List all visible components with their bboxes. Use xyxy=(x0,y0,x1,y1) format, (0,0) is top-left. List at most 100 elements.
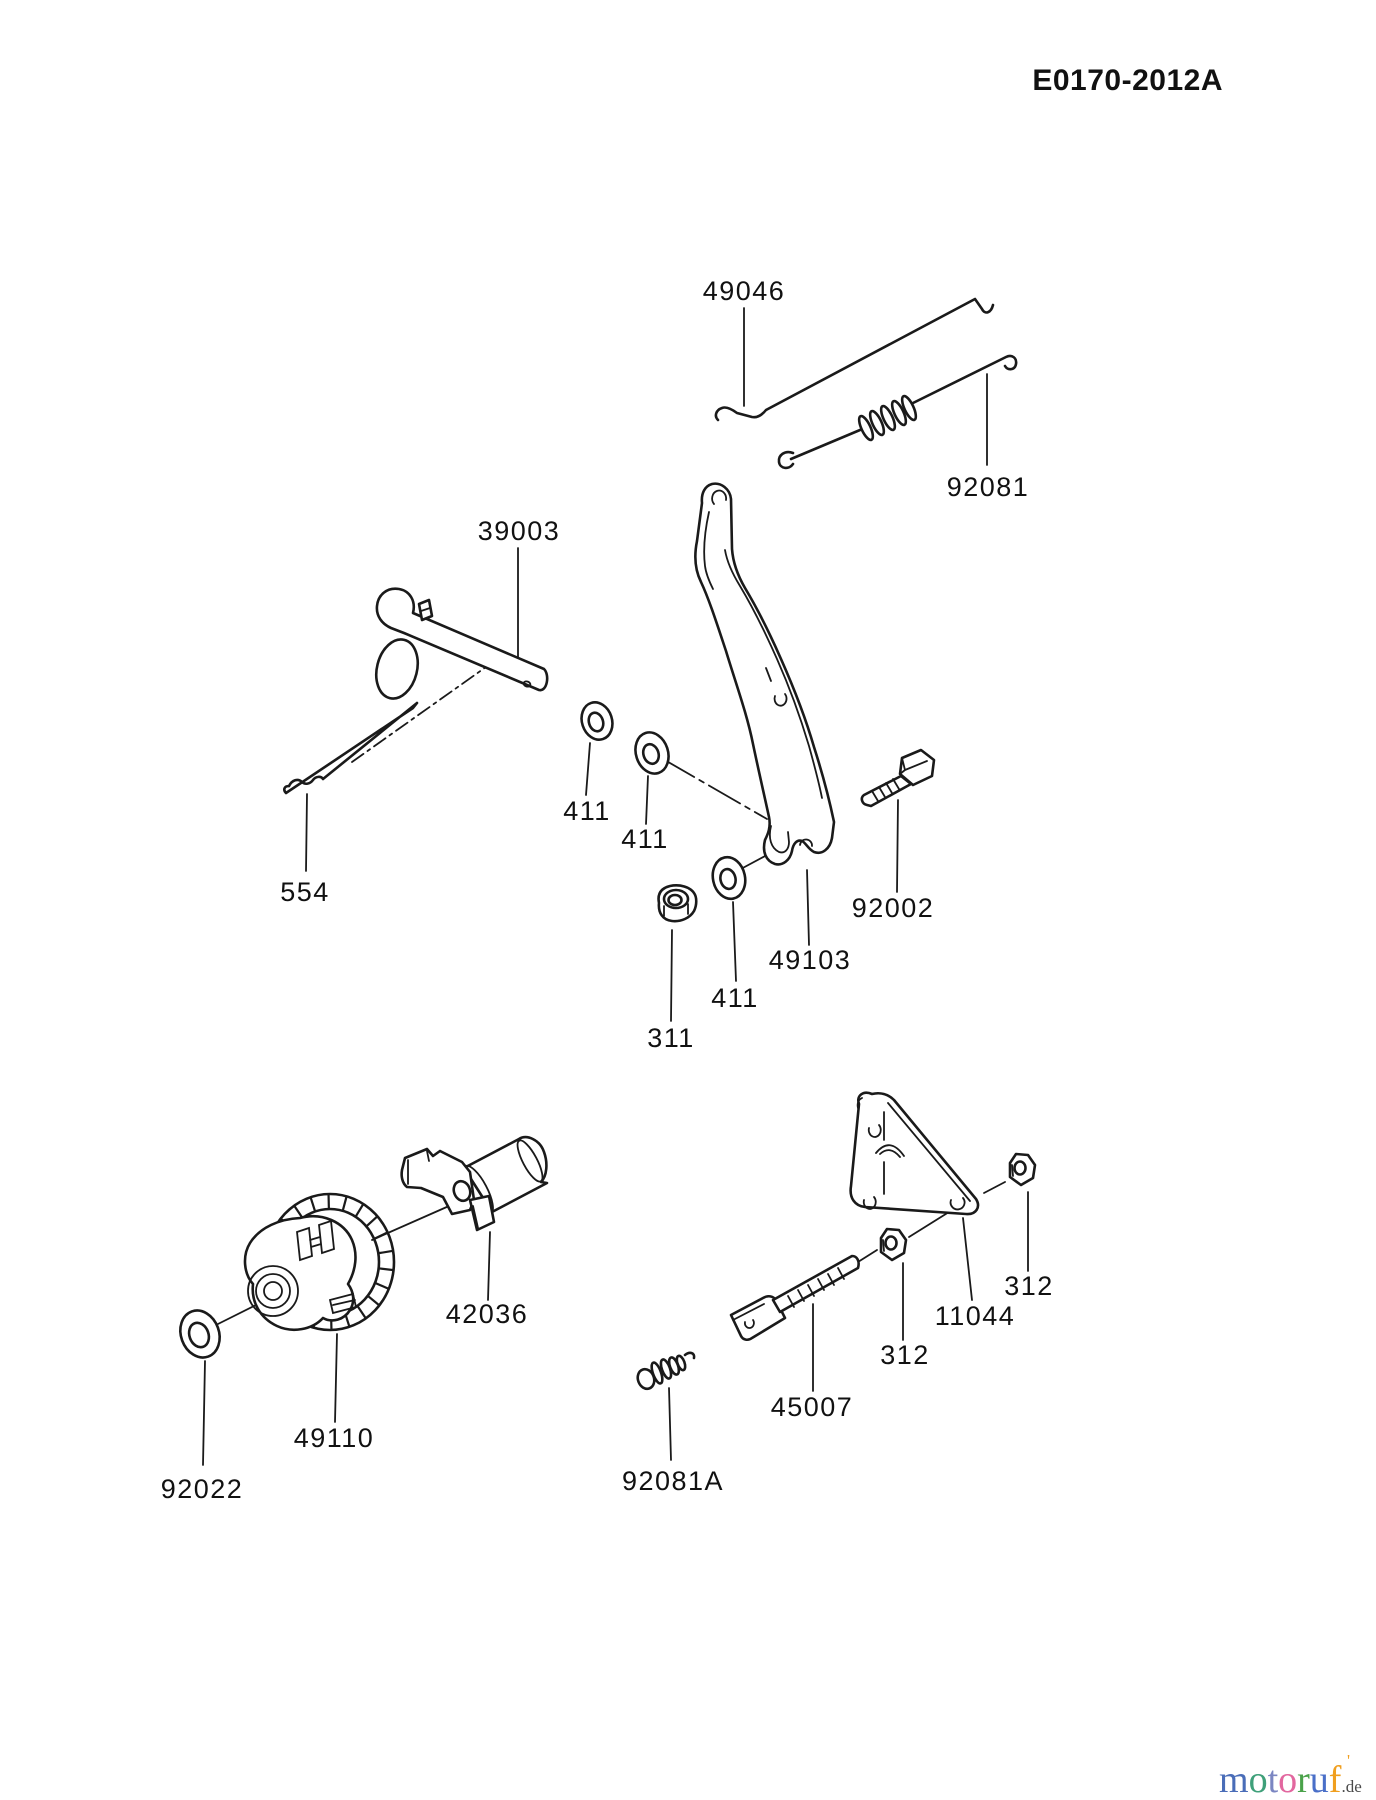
nut-facet xyxy=(882,1239,885,1252)
wm-letter-o1: o xyxy=(1249,1759,1268,1800)
paddle-edge xyxy=(732,1303,765,1321)
part-312-nut-right xyxy=(1008,1152,1037,1187)
part-label-45007: 45007 xyxy=(771,1392,854,1422)
gear-h-window xyxy=(296,1219,335,1262)
part-554-rod xyxy=(283,701,419,795)
collar-hole xyxy=(452,1179,472,1203)
spring-end xyxy=(683,1351,696,1360)
spring-coil xyxy=(857,414,875,442)
bracket-edge-lines xyxy=(856,1097,971,1202)
gear-hub-ring xyxy=(255,1273,291,1309)
collar-tab-edge xyxy=(472,1205,479,1229)
bolt-head-facets xyxy=(899,757,928,775)
bracket-holes xyxy=(862,1124,966,1211)
lever-fork-slot xyxy=(768,825,790,854)
rod-threads xyxy=(787,1267,845,1308)
leader-lines-path xyxy=(202,307,1029,1466)
part-label-554: 554 xyxy=(280,877,330,907)
part-label-49103: 49103 xyxy=(769,945,852,975)
part-label-49046: 49046 xyxy=(703,276,786,306)
lever-mid-hole xyxy=(773,693,788,707)
gear-hub-hole xyxy=(263,1281,283,1301)
spring-coil xyxy=(650,1361,664,1385)
gear-slot xyxy=(328,1292,358,1315)
watermark-brand-text: motoruf.de xyxy=(1219,1759,1362,1800)
lever-hole xyxy=(522,680,532,688)
line-nut312-to-bracket xyxy=(908,1211,950,1238)
part-49103-lever xyxy=(694,482,836,866)
spring-hook-right xyxy=(911,354,1018,405)
line-washer411c-to-fork xyxy=(738,854,768,871)
part-label-312-b: 312 xyxy=(880,1340,930,1370)
part-45007-rod xyxy=(729,1254,860,1342)
nut-facet xyxy=(1011,1164,1014,1177)
washer-inner xyxy=(587,711,605,733)
nut-hole xyxy=(1013,1160,1027,1176)
part-92002-bolt xyxy=(860,748,936,808)
lever-fork-hole xyxy=(799,838,813,847)
dash-line-554-to-39003 xyxy=(351,666,487,763)
part-label-92081a: 92081A xyxy=(622,1466,724,1496)
lever-top-hole xyxy=(711,489,727,505)
washer-inner xyxy=(641,742,661,766)
bolt-threads xyxy=(871,778,900,802)
lever-clip-line xyxy=(420,607,431,612)
wm-suffix-de: .de xyxy=(1341,1777,1361,1796)
line-washer411b-to-lever xyxy=(662,758,768,820)
washer-outer xyxy=(580,701,614,741)
part-92022-washer xyxy=(179,1309,221,1359)
part-label-49110: 49110 xyxy=(294,1423,375,1453)
part-92081-spring xyxy=(777,354,1018,470)
part-39003-lever xyxy=(374,587,549,700)
nut-face xyxy=(662,888,690,910)
washer-outer xyxy=(179,1309,221,1359)
lever-outline xyxy=(694,482,836,866)
part-42036-collar xyxy=(400,1135,549,1232)
lever-tube xyxy=(375,587,549,692)
part-label-311: 311 xyxy=(647,1023,695,1053)
paddle-hole xyxy=(744,1319,755,1329)
part-label-312-a: 312 xyxy=(1004,1271,1054,1301)
nut-facet-lines xyxy=(663,903,689,917)
pointer-lines xyxy=(217,666,1006,1325)
part-49046-rod xyxy=(714,297,995,422)
wm-letter-f: f xyxy=(1329,1759,1342,1800)
part-label-411-b: 411 xyxy=(621,824,669,854)
washer-outer xyxy=(711,855,747,901)
line-rod-to-nut312 xyxy=(857,1249,878,1263)
gear-hub-ring xyxy=(247,1265,299,1317)
part-411-washer-c xyxy=(711,855,747,901)
part-311-nut xyxy=(657,884,698,923)
drawing-code: E0170-2012A xyxy=(1032,64,1223,97)
wm-trademark-tick: ' xyxy=(1347,1751,1350,1770)
wire-outline xyxy=(714,297,995,422)
rod-paddle xyxy=(729,1294,787,1342)
spring-hook-left xyxy=(777,428,862,470)
bracket-outline xyxy=(849,1091,980,1216)
watermark-logo: motoruf.de ' xyxy=(1219,1751,1362,1800)
part-label-92002: 92002 xyxy=(852,893,935,923)
collar-end-rim xyxy=(516,1139,544,1183)
part-labels: 49046 92081 39003 554 411 411 411 311 92… xyxy=(161,276,1054,1504)
spring-coil xyxy=(675,1354,687,1372)
bolt-shaft xyxy=(860,774,913,808)
lever-inner-lines xyxy=(703,511,823,799)
part-label-42036: 42036 xyxy=(446,1299,529,1329)
part-label-39003: 39003 xyxy=(478,516,561,546)
part-label-411-c: 411 xyxy=(711,983,759,1013)
nut-hole xyxy=(667,893,683,907)
wm-letter-r: r xyxy=(1297,1759,1310,1800)
bracket-arc-cutout xyxy=(875,1144,905,1158)
part-label-11044: 11044 xyxy=(935,1301,1016,1331)
part-411-washer-a xyxy=(580,701,614,741)
spring-coil xyxy=(890,399,908,427)
gear-cage xyxy=(243,1214,357,1332)
lever-knob xyxy=(374,638,420,700)
part-92081a-spring xyxy=(636,1351,696,1391)
part-label-92022: 92022 xyxy=(161,1474,244,1504)
leader-lines xyxy=(202,307,1029,1466)
spring-coil xyxy=(868,409,886,437)
part-11044-bracket xyxy=(849,1091,980,1216)
